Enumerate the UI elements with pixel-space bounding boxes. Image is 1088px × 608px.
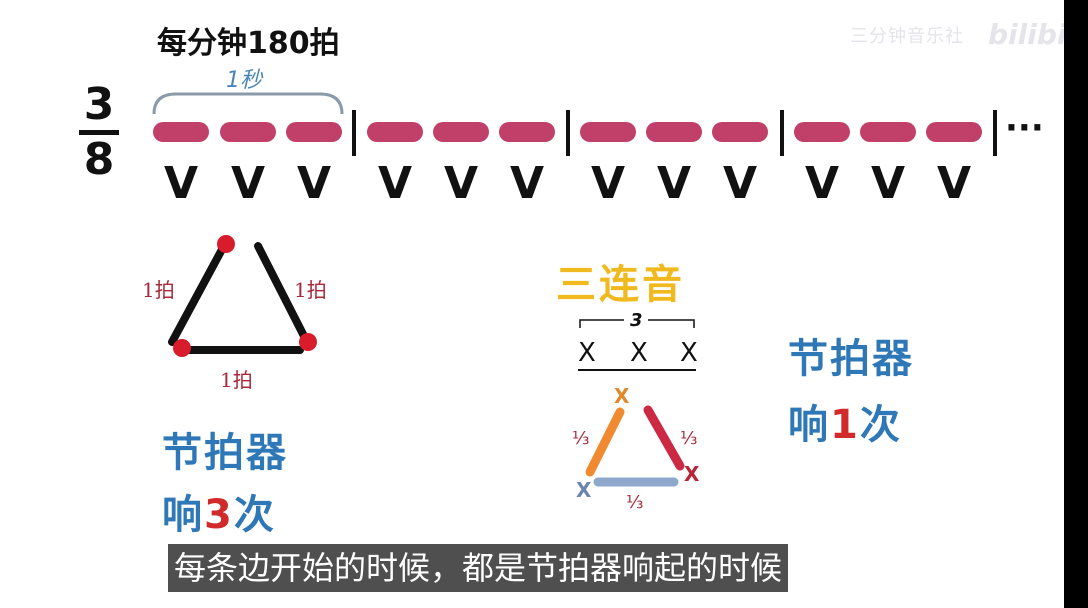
triplet-vertex-top: X bbox=[614, 384, 630, 408]
triangle-vertex-dot bbox=[173, 339, 191, 357]
barline bbox=[566, 110, 570, 156]
ellipsis: ··· bbox=[1005, 108, 1044, 148]
tempo-label: 每分钟180拍 bbox=[157, 26, 340, 61]
time-signature: 3 8 bbox=[75, 82, 123, 183]
video-frame: 每分钟180拍 三分钟音乐社 bilibili 3 8 1秒 ··· V V V… bbox=[0, 0, 1064, 608]
watermark-text: 三分钟音乐社 bbox=[850, 26, 964, 47]
triangle-vertex-dot bbox=[299, 333, 317, 351]
beat-mark: V bbox=[590, 158, 626, 209]
triplet-triangle bbox=[585, 405, 685, 487]
beat-dash bbox=[499, 122, 555, 142]
triplet-title: 三连音 bbox=[556, 262, 685, 308]
triplet-note: X bbox=[578, 338, 596, 368]
time-signature-numerator: 3 bbox=[83, 79, 115, 130]
beat-mark: V bbox=[804, 158, 840, 209]
bilibili-logo: bilibili bbox=[988, 18, 1064, 51]
beat-mark: V bbox=[509, 158, 545, 209]
beat-dash bbox=[580, 122, 636, 142]
one-second-bracket bbox=[152, 92, 344, 115]
subtitle: 每条边开始的时候，都是节拍器响起的时候 bbox=[168, 544, 789, 592]
beat-mark: V bbox=[722, 158, 758, 209]
beat-dash bbox=[646, 122, 702, 142]
beat-mark: V bbox=[870, 158, 906, 209]
one-second-label: 1秒 bbox=[226, 68, 262, 93]
beat-mark: V bbox=[230, 158, 266, 209]
beat-dash bbox=[926, 122, 982, 142]
triplet-bracket-number: 3 bbox=[630, 310, 643, 331]
triplet-notation: 3 X X X bbox=[576, 310, 700, 382]
beat-dash bbox=[433, 122, 489, 142]
triplet-vertex-left: X bbox=[576, 478, 592, 502]
beat-mark: V bbox=[296, 158, 332, 209]
triplet-note: X bbox=[680, 338, 698, 368]
beat-dash bbox=[153, 122, 209, 142]
beat-mark: V bbox=[377, 158, 413, 209]
right-caption-count: 1 bbox=[830, 402, 860, 448]
barline bbox=[780, 110, 784, 156]
beat-dash bbox=[860, 122, 916, 142]
fraction-label-bottom: ⅓ bbox=[626, 492, 644, 513]
side-label-right: 1拍 bbox=[294, 278, 327, 302]
barline bbox=[352, 110, 356, 156]
triplet-vertex-right: X bbox=[684, 462, 700, 486]
side-label-left: 1拍 bbox=[142, 278, 175, 302]
side-label-bottom: 1拍 bbox=[220, 368, 253, 392]
right-caption-line2: 响1次 bbox=[788, 402, 902, 448]
fraction-label-right: ⅓ bbox=[680, 428, 698, 449]
beat-dash bbox=[286, 122, 342, 142]
triplet-note: X bbox=[630, 338, 648, 368]
beat-triangle bbox=[168, 235, 317, 357]
fraction-label-left: ⅓ bbox=[572, 428, 590, 449]
right-caption-line1: 节拍器 bbox=[788, 336, 914, 382]
beat-mark: V bbox=[443, 158, 479, 209]
beat-mark: V bbox=[936, 158, 972, 209]
time-signature-denominator: 8 bbox=[83, 134, 115, 185]
beat-dash bbox=[712, 122, 768, 142]
left-caption-line1: 节拍器 bbox=[162, 430, 288, 476]
beat-dash bbox=[220, 122, 276, 142]
beat-dash bbox=[367, 122, 423, 142]
left-caption-count: 3 bbox=[204, 492, 234, 538]
beat-mark: V bbox=[163, 158, 199, 209]
triangle-vertex-dot bbox=[217, 235, 235, 253]
beat-dash bbox=[794, 122, 850, 142]
barline bbox=[993, 110, 997, 156]
left-caption-line2: 响3次 bbox=[162, 492, 276, 538]
beat-mark: V bbox=[656, 158, 692, 209]
time-signature-divider bbox=[79, 130, 119, 135]
